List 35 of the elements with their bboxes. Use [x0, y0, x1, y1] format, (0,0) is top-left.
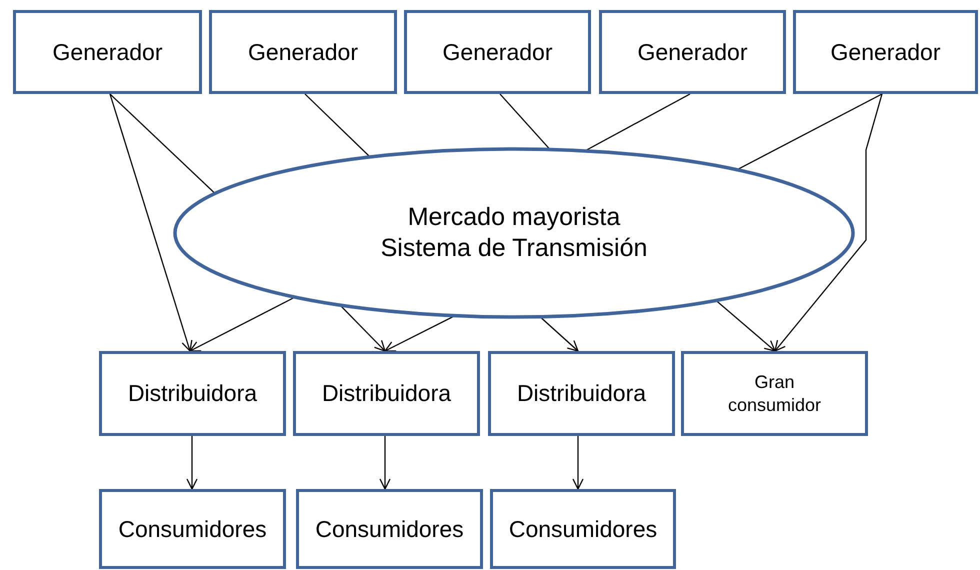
node-label: Generador — [830, 38, 940, 66]
entity-box — [599, 10, 786, 94]
arrow — [774, 94, 883, 352]
node-label: Gran consumidor — [726, 371, 822, 416]
arrow — [572, 436, 584, 490]
entity-box — [488, 351, 675, 436]
node-label: Distribuidora — [516, 379, 646, 408]
entity-box — [681, 351, 868, 436]
entity-box — [490, 489, 676, 569]
entity-box — [99, 489, 286, 569]
node-label: Generador — [52, 38, 162, 66]
entity-box — [209, 10, 397, 94]
node-label: Generador — [442, 38, 552, 66]
entity-box — [293, 351, 480, 436]
node-label: Consumidores — [508, 514, 658, 544]
arrow — [540, 316, 579, 352]
node-label: Consumidores — [118, 514, 267, 544]
node-label: Consumidores — [315, 514, 464, 544]
node-label: Distribuidora — [322, 379, 452, 408]
arrow — [340, 304, 386, 352]
arrow — [189, 296, 296, 352]
node-label: Mercado mayorista Sistema de Transmisión — [380, 202, 648, 264]
arrow — [186, 436, 198, 490]
node-label: Generador — [248, 38, 358, 66]
arrow — [379, 436, 391, 490]
arrow — [384, 315, 456, 352]
entity-box — [99, 351, 286, 436]
node-label: Generador — [638, 38, 748, 66]
arrow — [716, 300, 776, 352]
entity-box — [793, 10, 978, 94]
arrow — [109, 94, 192, 352]
entity-box — [296, 489, 483, 569]
entity-box — [13, 10, 202, 94]
entity-box — [404, 10, 591, 94]
node-label: Distribuidora — [128, 379, 258, 408]
